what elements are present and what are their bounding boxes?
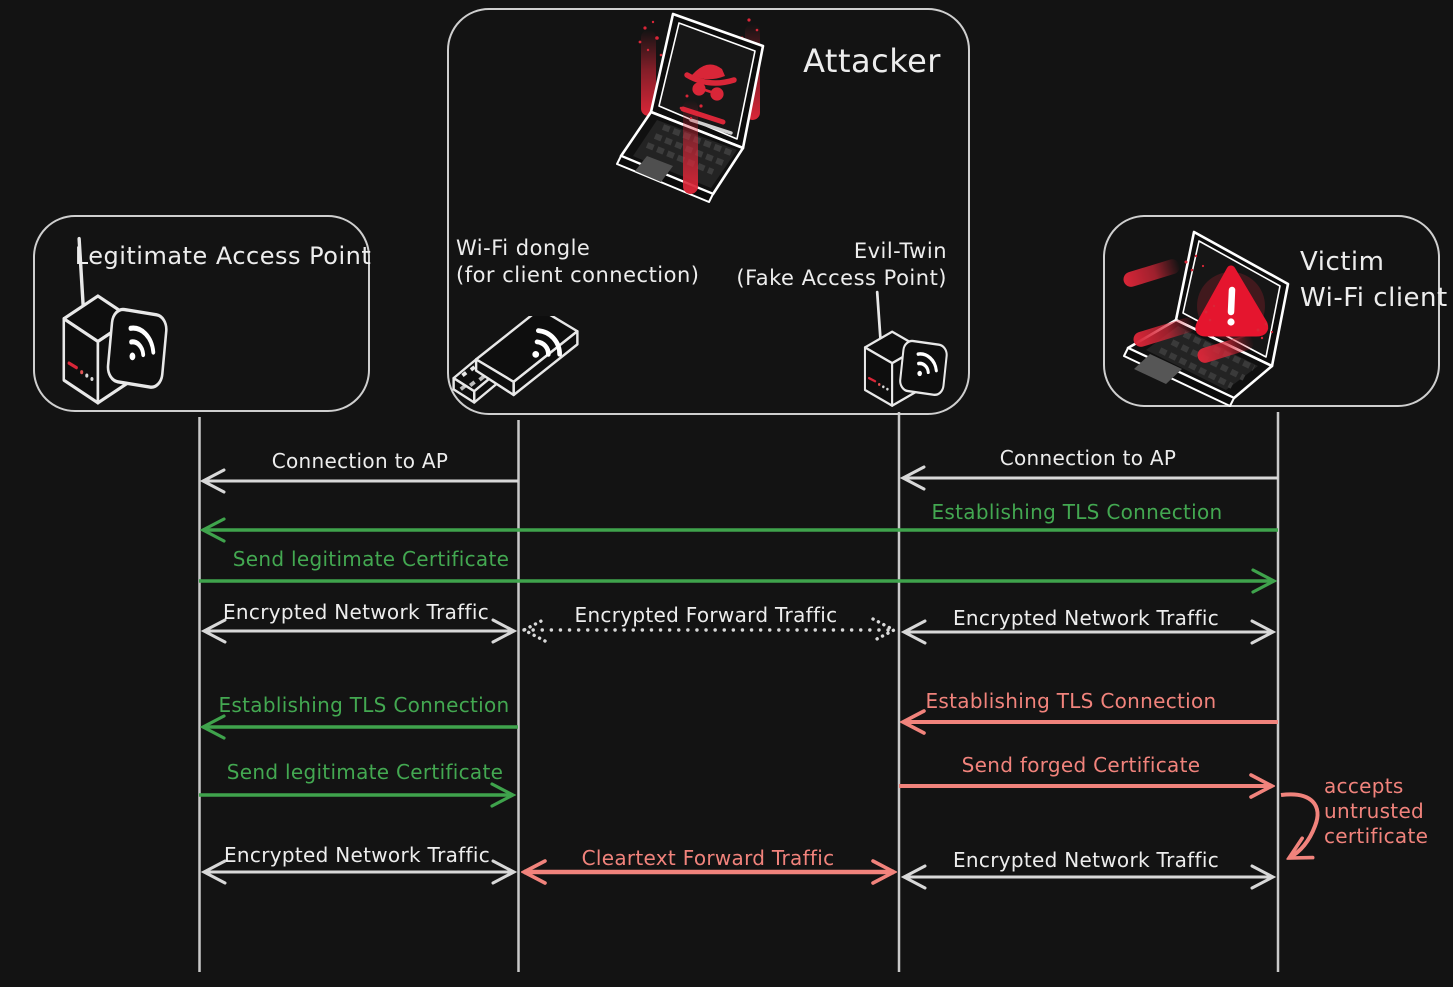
arrow-accepts-untrusted-certificate-hook [1280, 792, 1320, 858]
label-encrypted-network-traffic-left-top: Encrypted Network Traffic [222, 600, 490, 624]
trackpad [635, 156, 673, 182]
wifi-dongle-illustration [452, 316, 579, 404]
label-encrypted-network-traffic-left-bottom: Encrypted Network Traffic [223, 843, 491, 867]
dongle-body [474, 316, 579, 397]
label-connection-to-ap-right: Connection to AP [999, 446, 1177, 470]
data-stream-particles [679, 86, 703, 120]
label-cleartext-forward-traffic: Cleartext Forward Traffic [581, 846, 835, 870]
data-stream [683, 100, 698, 194]
label-send-forged-certificate: Send forged Certificate [961, 753, 1201, 777]
label-establishing-tls-left: Establishing TLS Connection [218, 693, 510, 717]
wifi-icon [532, 328, 562, 358]
evil-twin-label: Evil-Twin (Fake Access Point) [736, 239, 947, 290]
victim-laptop-illustration [1123, 230, 1290, 407]
label-encrypted-network-traffic-right-bottom: Encrypted Network Traffic [952, 848, 1220, 872]
label-establishing-tls-full: Establishing TLS Connection [931, 500, 1223, 524]
usb-pins [459, 365, 486, 391]
warning-triangle-icon [1195, 265, 1269, 340]
attacker-title: Attacker [803, 42, 941, 80]
label-encrypted-forward-traffic: Encrypted Forward Traffic [574, 603, 838, 627]
label-establishing-tls-right: Establishing TLS Connection [925, 689, 1217, 713]
victim-box [1103, 215, 1440, 407]
victim-title: Victim Wi-Fi client [1300, 247, 1448, 313]
incognito-hacker-icon [684, 64, 737, 101]
legitimate-ap-title: Legitimate Access Point [74, 242, 372, 270]
data-stream [1123, 254, 1274, 363]
label-send-legitimate-certificate-left: Send legitimate Certificate [226, 760, 504, 784]
attacker-laptop-illustration [616, 12, 765, 203]
trackpad [1134, 354, 1182, 384]
attacker-box [447, 8, 970, 415]
legitimate-ap-box [33, 215, 370, 412]
wifi-dongle-label: Wi-Fi dongle (for client connection) [456, 236, 700, 287]
evil-twin-router-illustration [850, 286, 952, 412]
label-accepts-untrusted-certificate: accepts untrusted certificate [1324, 774, 1429, 848]
label-encrypted-network-traffic-right-top: Encrypted Network Traffic [952, 606, 1220, 630]
label-send-legitimate-certificate-full: Send legitimate Certificate [232, 547, 510, 571]
label-connection-to-ap-left: Connection to AP [271, 449, 449, 473]
